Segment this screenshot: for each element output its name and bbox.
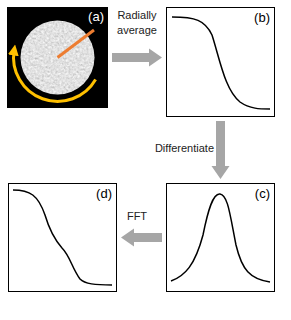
step-label-box: Differentiate xyxy=(128,141,214,156)
step-label-box: FFT xyxy=(112,209,162,224)
plot-panel: (b) xyxy=(166,7,275,117)
image-panel: (a) xyxy=(7,7,108,108)
radius-line xyxy=(58,30,95,58)
step-arrow xyxy=(121,229,162,247)
rotation-arrow xyxy=(14,50,96,101)
panel-label: (a) xyxy=(88,9,104,24)
plot-panel: (d) xyxy=(8,183,117,292)
profile-curve xyxy=(172,17,270,109)
panel-label: (b) xyxy=(254,10,270,25)
image-background xyxy=(7,7,108,108)
panel-label: (d) xyxy=(96,186,112,201)
derivative-curve xyxy=(171,194,270,282)
step-label: FFT xyxy=(127,210,147,222)
step-label: Differentiate xyxy=(155,142,214,154)
step-label: Radially average xyxy=(117,9,157,36)
step-label-box: Radially average xyxy=(106,8,168,38)
step-arrow xyxy=(212,121,230,179)
noisy-disc xyxy=(21,21,95,95)
plot-panel: (c) xyxy=(166,183,275,292)
step-arrow xyxy=(112,49,162,67)
panel-label: (c) xyxy=(255,186,270,201)
mtf-curve xyxy=(13,190,112,285)
